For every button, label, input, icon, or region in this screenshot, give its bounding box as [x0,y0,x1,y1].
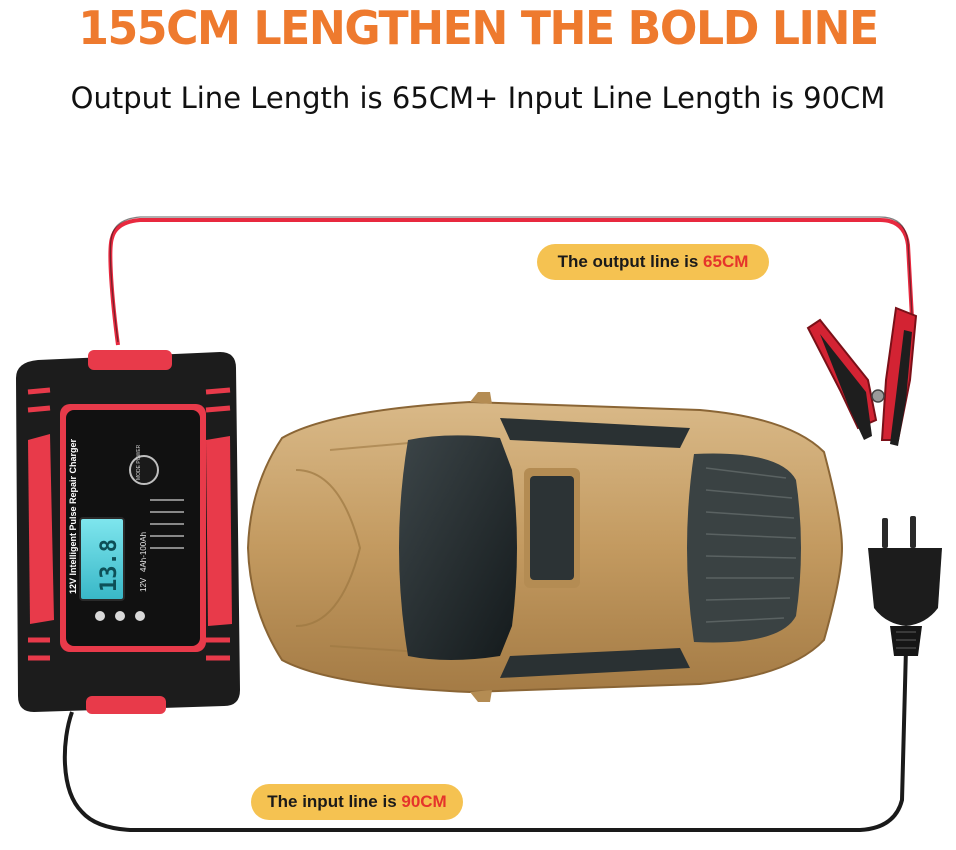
input-wire [62,647,908,832]
charger-spec-capacity: 4Ah-100Ah [139,532,148,572]
power-plug-icon [868,516,942,656]
output-line-length: 65CM [703,252,749,271]
charger-spec-voltage: 12V [139,577,148,592]
subline: Output Line Length is 65CM+ Input Line L… [70,81,886,115]
headline: 155CM LENGTHEN THE BOLD LINE [78,1,879,55]
output-line-text: The output line is [557,252,704,271]
input-line-label: The input line is 90CM [251,784,463,820]
charger-title: 12V Intelligent Pulse Repair Charger [68,438,78,594]
charger-icon: 12V Intelligent Pulse Repair Charger 12V… [16,350,240,714]
output-wire [108,218,914,346]
charger-mode-button: MODE POWER [136,444,142,480]
output-line-label: The output line is 65CM [537,244,769,280]
input-line-length: 90CM [401,792,447,811]
battery-clamp-icon [806,306,918,446]
car-icon [246,392,844,702]
charger-display-value: 13.8 [97,539,122,592]
input-line-text: The input line is [267,792,402,811]
